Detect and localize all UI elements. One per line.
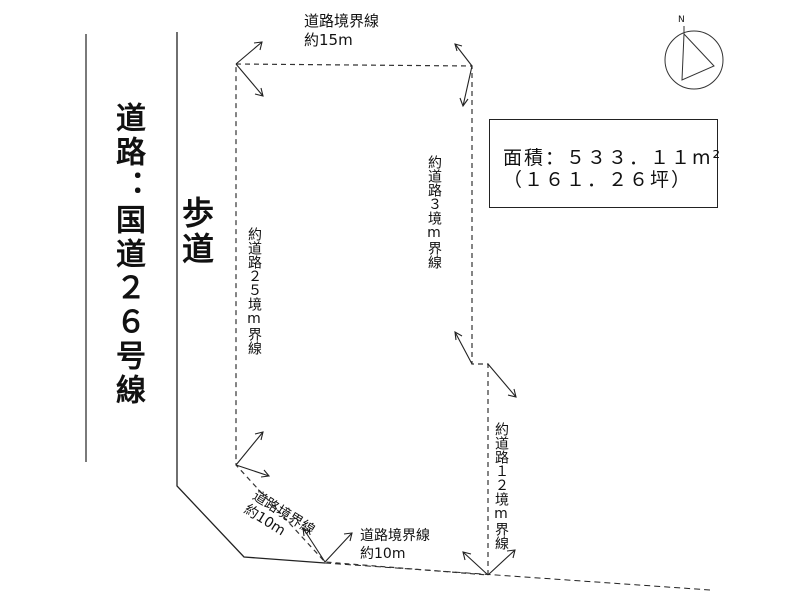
boundary-label-left: 約道路２５境m界線 [246,227,262,355]
corner-arrow-icon [235,431,271,478]
bottom-road-line [324,562,711,591]
sidewalk-edge-line [176,32,326,564]
boundary-markers [235,41,517,576]
corner-arrow-icon [462,549,516,576]
boundary-label-top: 道路境界線 約15m [304,12,379,50]
area-tsubo: （１６１．２６坪） [503,169,693,191]
boundary-top-length: 約15m [304,31,353,49]
corner-arrow-icon [235,41,264,97]
north-label: N [678,15,685,25]
corner-arrow-icon [487,363,517,398]
boundary-bottom-title: 道路境界線 [360,528,430,544]
corner-arrow-icon [454,43,473,108]
area-value: 面積：５３３．１１m² [503,147,723,169]
road-label: 道路：国道２６号線 [110,102,145,408]
sidewalk-label: 歩道 [177,196,215,268]
area-box [489,119,718,208]
corner-arrow-icon [454,330,473,365]
boundary-bottom-length: 約10m [360,546,406,562]
boundary-top-title: 道路境界線 [304,12,380,30]
boundary-label-bottom: 道路境界線 約10m [360,527,430,563]
boundary-label-right-lower: 約道路１２境m界線 [493,422,509,550]
boundary-label-right: 約道路３境m界線 [426,155,442,269]
corner-arrow-icon [302,526,353,563]
north-arrow-icon [664,26,724,90]
